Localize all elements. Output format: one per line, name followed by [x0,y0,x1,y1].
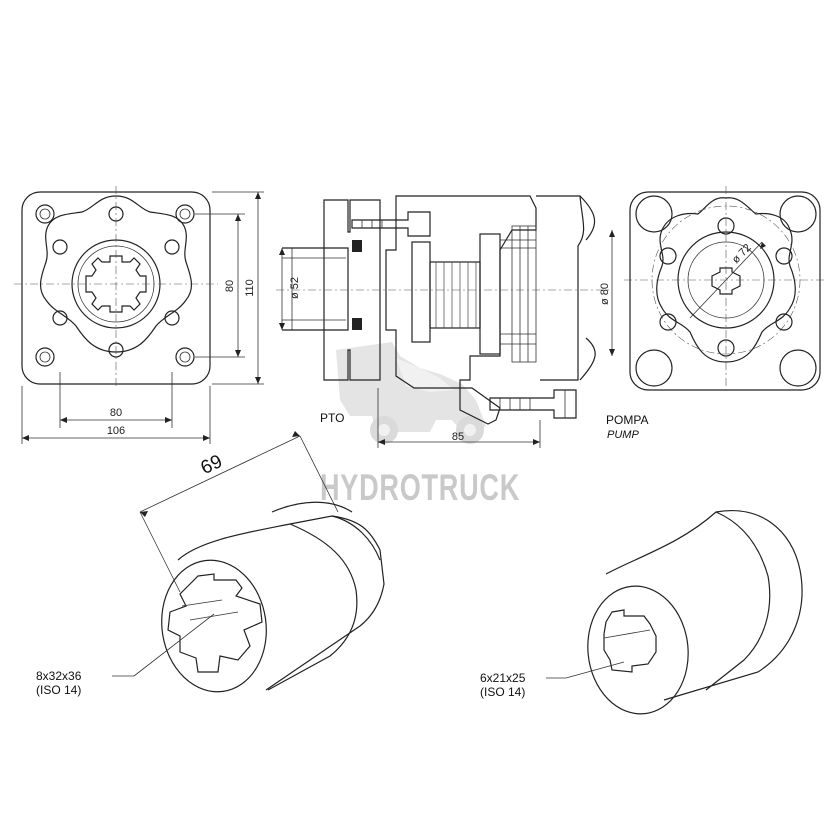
front-dim-width-inner: 80 [110,407,122,419]
coupling-small-standard: (ISO 14) [480,685,525,699]
label-pto: PTO [320,411,344,425]
label-pompa: POMPA [606,413,648,427]
coupling-large-spline: 8x32x36 [36,669,82,683]
front-dim-height-inner: 80 [224,280,236,292]
watermark-truck-logo [336,342,486,444]
coupling-small: 6x21x25 (ISO 14) [480,510,803,715]
front-view: 80 106 80 110 [14,186,264,444]
section-view: ø 52 ø 80 85 PTO POMPA PUMP [276,195,648,448]
label-pump: PUMP [607,429,639,441]
section-dim-length: 85 [452,431,464,443]
section-dim-bore: ø 52 [289,277,301,299]
rear-view: ø 72 [624,186,826,394]
coupling-large-standard: (ISO 14) [36,683,81,697]
coupling-large-length: 69 [198,451,226,479]
watermark-text: HYDROTRUCK [320,467,520,508]
front-dim-height-outer: 110 [244,279,256,297]
front-dim-width-outer: 106 [107,425,125,437]
coupling-small-spline: 6x21x25 [480,671,526,685]
section-dim-pilot: ø 80 [599,283,611,305]
